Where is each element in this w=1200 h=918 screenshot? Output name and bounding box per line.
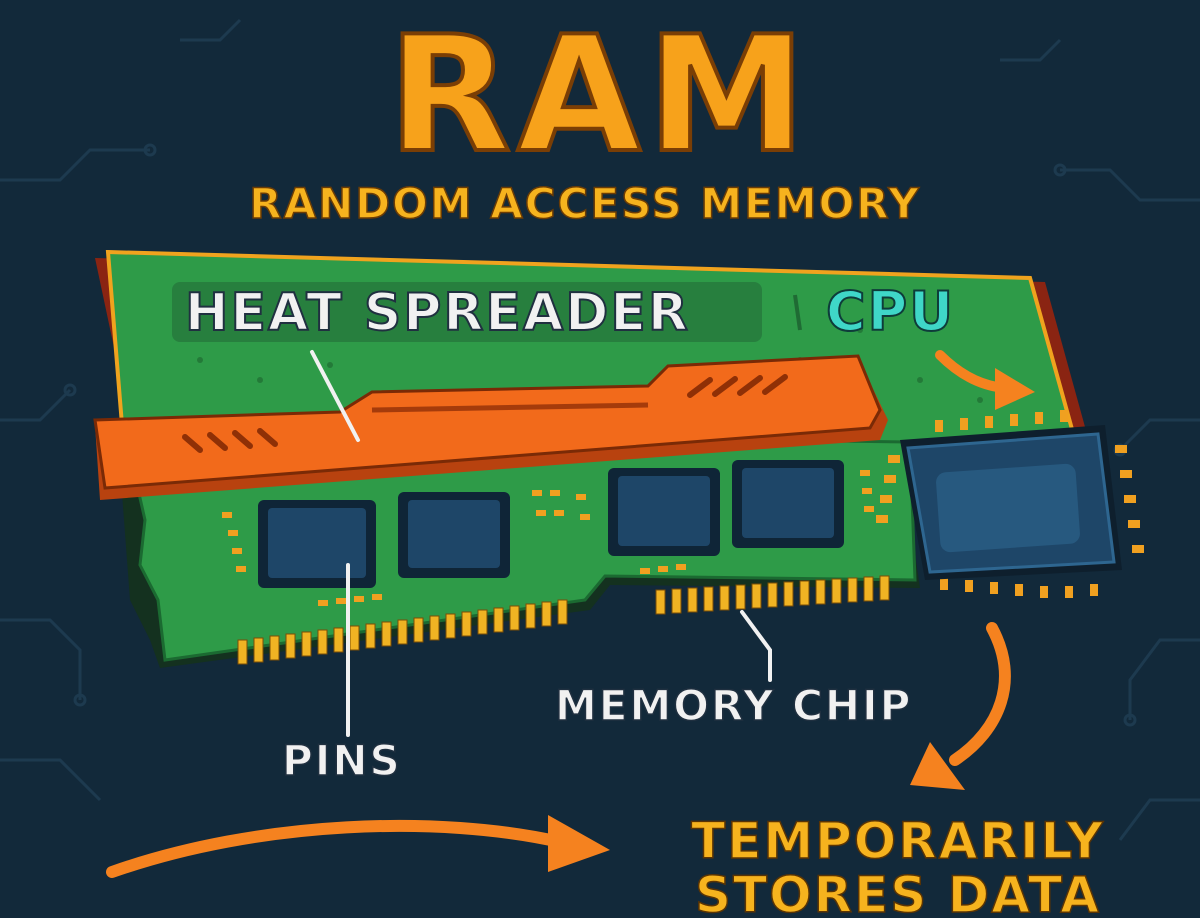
cpu-arrowhead [995, 368, 1035, 410]
cpu-label: CPU [826, 280, 955, 343]
caption-line-1: TEMPORARILY [691, 812, 1105, 870]
cpu-chip [876, 410, 1144, 598]
bottom-curve-arrow [106, 819, 566, 878]
circuit-traces [0, 18, 1200, 841]
heat-spreader-label-group: HEAT SPREADER [172, 282, 762, 344]
gold-pins-right [655, 575, 890, 615]
smd-pads [222, 470, 874, 606]
page-title: RAM [388, 1, 812, 188]
heat-spreader-label: HEAT SPREADER [185, 283, 690, 343]
heat-spreader [93, 354, 888, 500]
down-curve-arrow [949, 622, 1011, 766]
heat-spreader-pointer [310, 350, 360, 442]
down-curve-arrowhead [910, 742, 965, 790]
page-subtitle: RANDOM ACCESS MEMORY [249, 179, 921, 228]
pointer-lines [310, 350, 772, 737]
memory-chip-label: MEMORY CHIP [555, 681, 912, 730]
gold-pins-left [237, 599, 568, 665]
memory-chips [258, 460, 844, 588]
caption-line-2: STORES DATA [695, 866, 1101, 918]
bottom-curve-arrowhead [548, 815, 610, 872]
pins-label: PINS [282, 736, 402, 785]
memory-chip-pointer [740, 610, 772, 682]
